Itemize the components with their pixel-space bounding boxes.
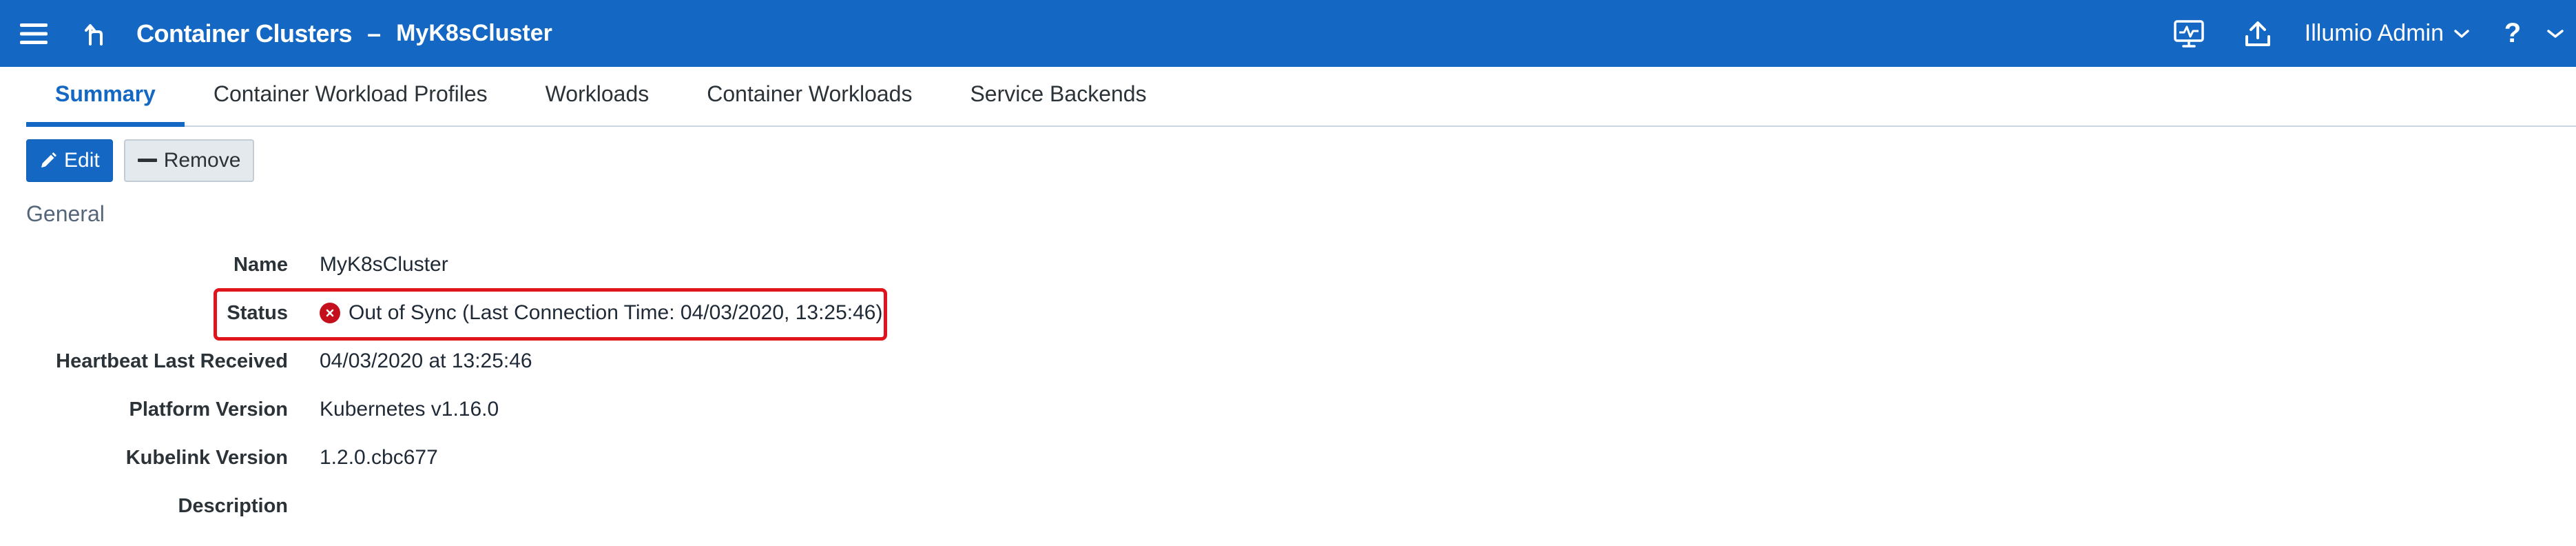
user-name: Illumio Admin [2304,20,2444,46]
field-row-heartbeat: Heartbeat Last Received 04/03/2020 at 13… [0,341,532,382]
help-button[interactable]: ? [2491,0,2535,67]
field-row-description: Description [0,485,320,527]
tab-workloads[interactable]: Workloads [545,81,650,106]
field-row-kubelink-version: Kubelink Version 1.2.0.cbc677 [0,437,438,478]
user-menu-button[interactable]: Illumio Admin [2292,0,2491,67]
monitor-button[interactable] [2154,0,2223,67]
hamburger-menu-button[interactable] [0,0,67,67]
platform-version-value: Kubernetes v1.16.0 [320,398,499,421]
edit-button-label: Edit [64,149,100,172]
kubelink-version-label: Kubelink Version [125,446,288,469]
monitor-icon [2174,19,2204,48]
tab-summary[interactable]: Summary [26,81,185,127]
upload-icon [2245,21,2270,46]
title-separator: – [367,19,382,48]
tab-container-workload-profiles[interactable]: Container Workload Profiles [213,81,488,106]
field-row-status: Status Out of Sync (Last Connection Time… [0,292,882,334]
heartbeat-value: 04/03/2020 at 13:25:46 [320,350,532,372]
tab-service-backends[interactable]: Service Backends [970,81,1147,106]
error-circle-icon [320,303,340,323]
back-arrow-icon [85,23,103,46]
heartbeat-label: Heartbeat Last Received [56,350,288,372]
status-highlight-box [214,288,887,341]
top-header-bar: Container Clusters – MyK8sCluster Illumi… [0,0,2576,67]
platform-version-label: Platform Version [129,398,288,421]
field-row-platform-version: Platform Version Kubernetes v1.16.0 [0,389,499,430]
name-label: Name [233,253,288,276]
description-label: Description [178,494,288,517]
pencil-icon [41,152,56,168]
action-toolbar: Edit Remove [26,139,255,182]
remove-button[interactable]: Remove [123,139,255,182]
kubelink-version-value: 1.2.0.cbc677 [320,446,438,469]
cluster-name-title: MyK8sCluster [396,20,552,46]
back-button[interactable] [67,0,121,67]
help-icon: ? [2504,18,2522,48]
status-label: Status [227,301,288,324]
chevron-down-icon [2454,29,2469,38]
remove-button-label: Remove [163,149,241,172]
section-title-general: General [26,201,105,226]
upload-button[interactable] [2223,0,2292,67]
edit-button[interactable]: Edit [26,139,113,182]
status-value-container: Out of Sync (Last Connection Time: 04/03… [320,301,882,325]
chevron-down-icon [2547,29,2564,38]
expand-menu-button[interactable] [2535,0,2576,67]
status-value: Out of Sync (Last Connection Time: 04/03… [349,301,883,324]
header-actions: Illumio Admin ? [2154,0,2576,67]
page-title: Container Clusters [136,19,353,48]
hamburger-menu-icon [20,23,48,44]
tab-container-workloads[interactable]: Container Workloads [707,81,913,106]
minus-icon [137,159,157,162]
name-value: MyK8sCluster [320,253,448,276]
field-row-name: Name MyK8sCluster [0,244,448,285]
tab-bar: Summary Container Workload Profiles Work… [26,67,2576,127]
